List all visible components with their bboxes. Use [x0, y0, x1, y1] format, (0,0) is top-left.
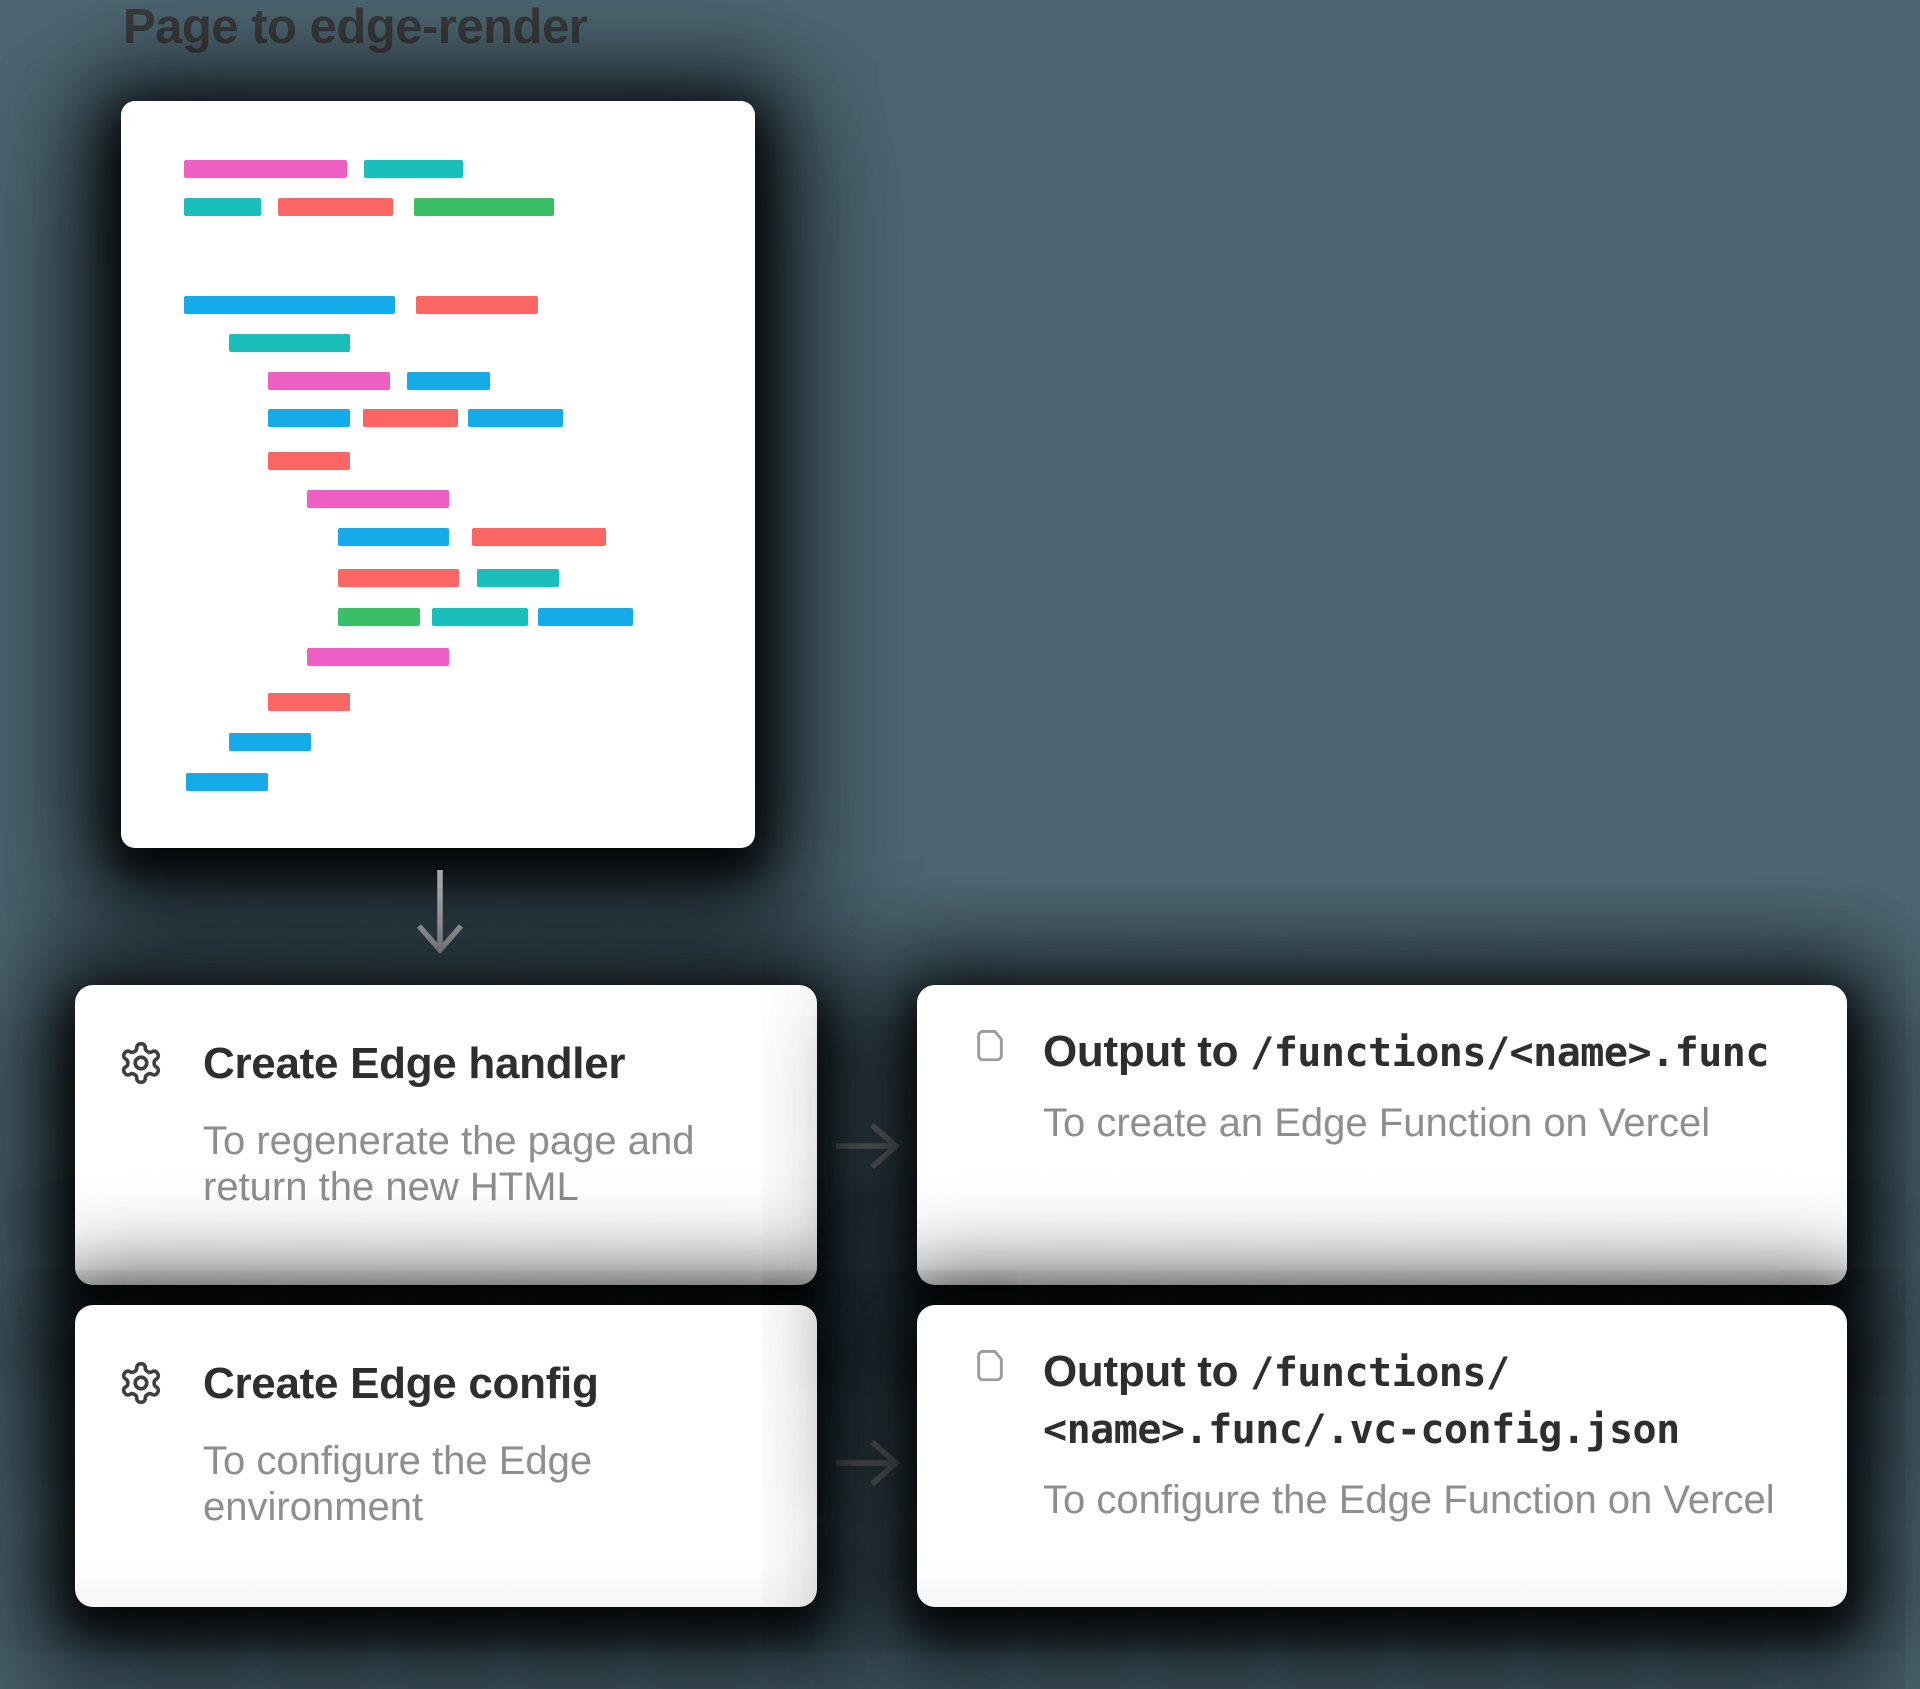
page-title: Page to edge-render — [123, 0, 588, 54]
code-line-bar — [229, 733, 311, 751]
code-line-bar — [414, 198, 554, 216]
code-line-bar — [338, 608, 420, 626]
code-line-bar — [432, 608, 528, 626]
code-line-bar — [477, 569, 559, 587]
box-description: To regenerate the page and return the ne… — [203, 1119, 695, 1209]
code-line-bar — [307, 490, 449, 508]
output-box-vc-config: Output to /functions/ <name>.func/.vc-con… — [917, 1305, 1847, 1607]
gear-icon — [118, 1360, 164, 1411]
code-line-bar — [268, 409, 350, 427]
title-code-path-line2: <name>.func/.vc-config.json — [1043, 1407, 1680, 1453]
file-icon — [973, 1347, 1007, 1392]
box-title: Create Edge config — [203, 1359, 599, 1408]
file-icon — [973, 1027, 1007, 1072]
right-arrow-icon — [836, 1122, 901, 1170]
code-line-bar — [278, 198, 393, 216]
code-line-bar — [268, 693, 350, 711]
title-prefix: Output to — [1043, 1027, 1251, 1076]
code-line-bar — [468, 409, 563, 427]
box-title: Output to /functions/ <name>.func/.vc-con… — [1043, 1343, 1775, 1459]
title-prefix: Output to — [1043, 1347, 1251, 1396]
code-line-bar — [472, 528, 606, 546]
box-title: Create Edge handler — [203, 1039, 626, 1088]
box-description: To configure the Edge Function on Vercel — [1043, 1478, 1775, 1522]
title-code-path-line1: /functions/ — [1250, 1350, 1510, 1396]
box-description: To configure the Edge environment — [203, 1439, 593, 1529]
right-arrow-icon — [836, 1439, 901, 1487]
code-line-bar — [184, 296, 395, 314]
code-line-bar — [338, 528, 449, 546]
code-line-bar — [364, 160, 463, 178]
code-line-bar — [186, 773, 268, 791]
code-card — [121, 101, 755, 848]
code-line-bar — [338, 569, 459, 587]
code-line-bar — [229, 334, 350, 352]
code-line-bar — [268, 452, 350, 470]
gear-icon — [118, 1040, 164, 1091]
code-line-bar — [407, 372, 490, 390]
title-code-path: /functions/<name>.func — [1250, 1030, 1769, 1076]
output-box-func: Output to /functions/<name>.func To crea… — [917, 985, 1847, 1285]
code-line-bar — [268, 372, 390, 390]
box-description: To create an Edge Function on Vercel — [1043, 1101, 1711, 1145]
step-box-create-edge-handler: Create Edge handler To regenerate the pa… — [75, 985, 817, 1285]
code-line-bar — [184, 198, 261, 216]
code-line-bar — [307, 648, 449, 666]
code-line-bar — [363, 409, 458, 427]
box-title: Output to /functions/<name>.func — [1043, 1023, 1769, 1082]
code-line-bar — [184, 160, 347, 178]
code-line-bar — [416, 296, 538, 314]
step-box-create-edge-config: Create Edge config To configure the Edge… — [75, 1305, 817, 1607]
down-arrow-icon — [416, 870, 464, 955]
code-line-bar — [538, 608, 633, 626]
